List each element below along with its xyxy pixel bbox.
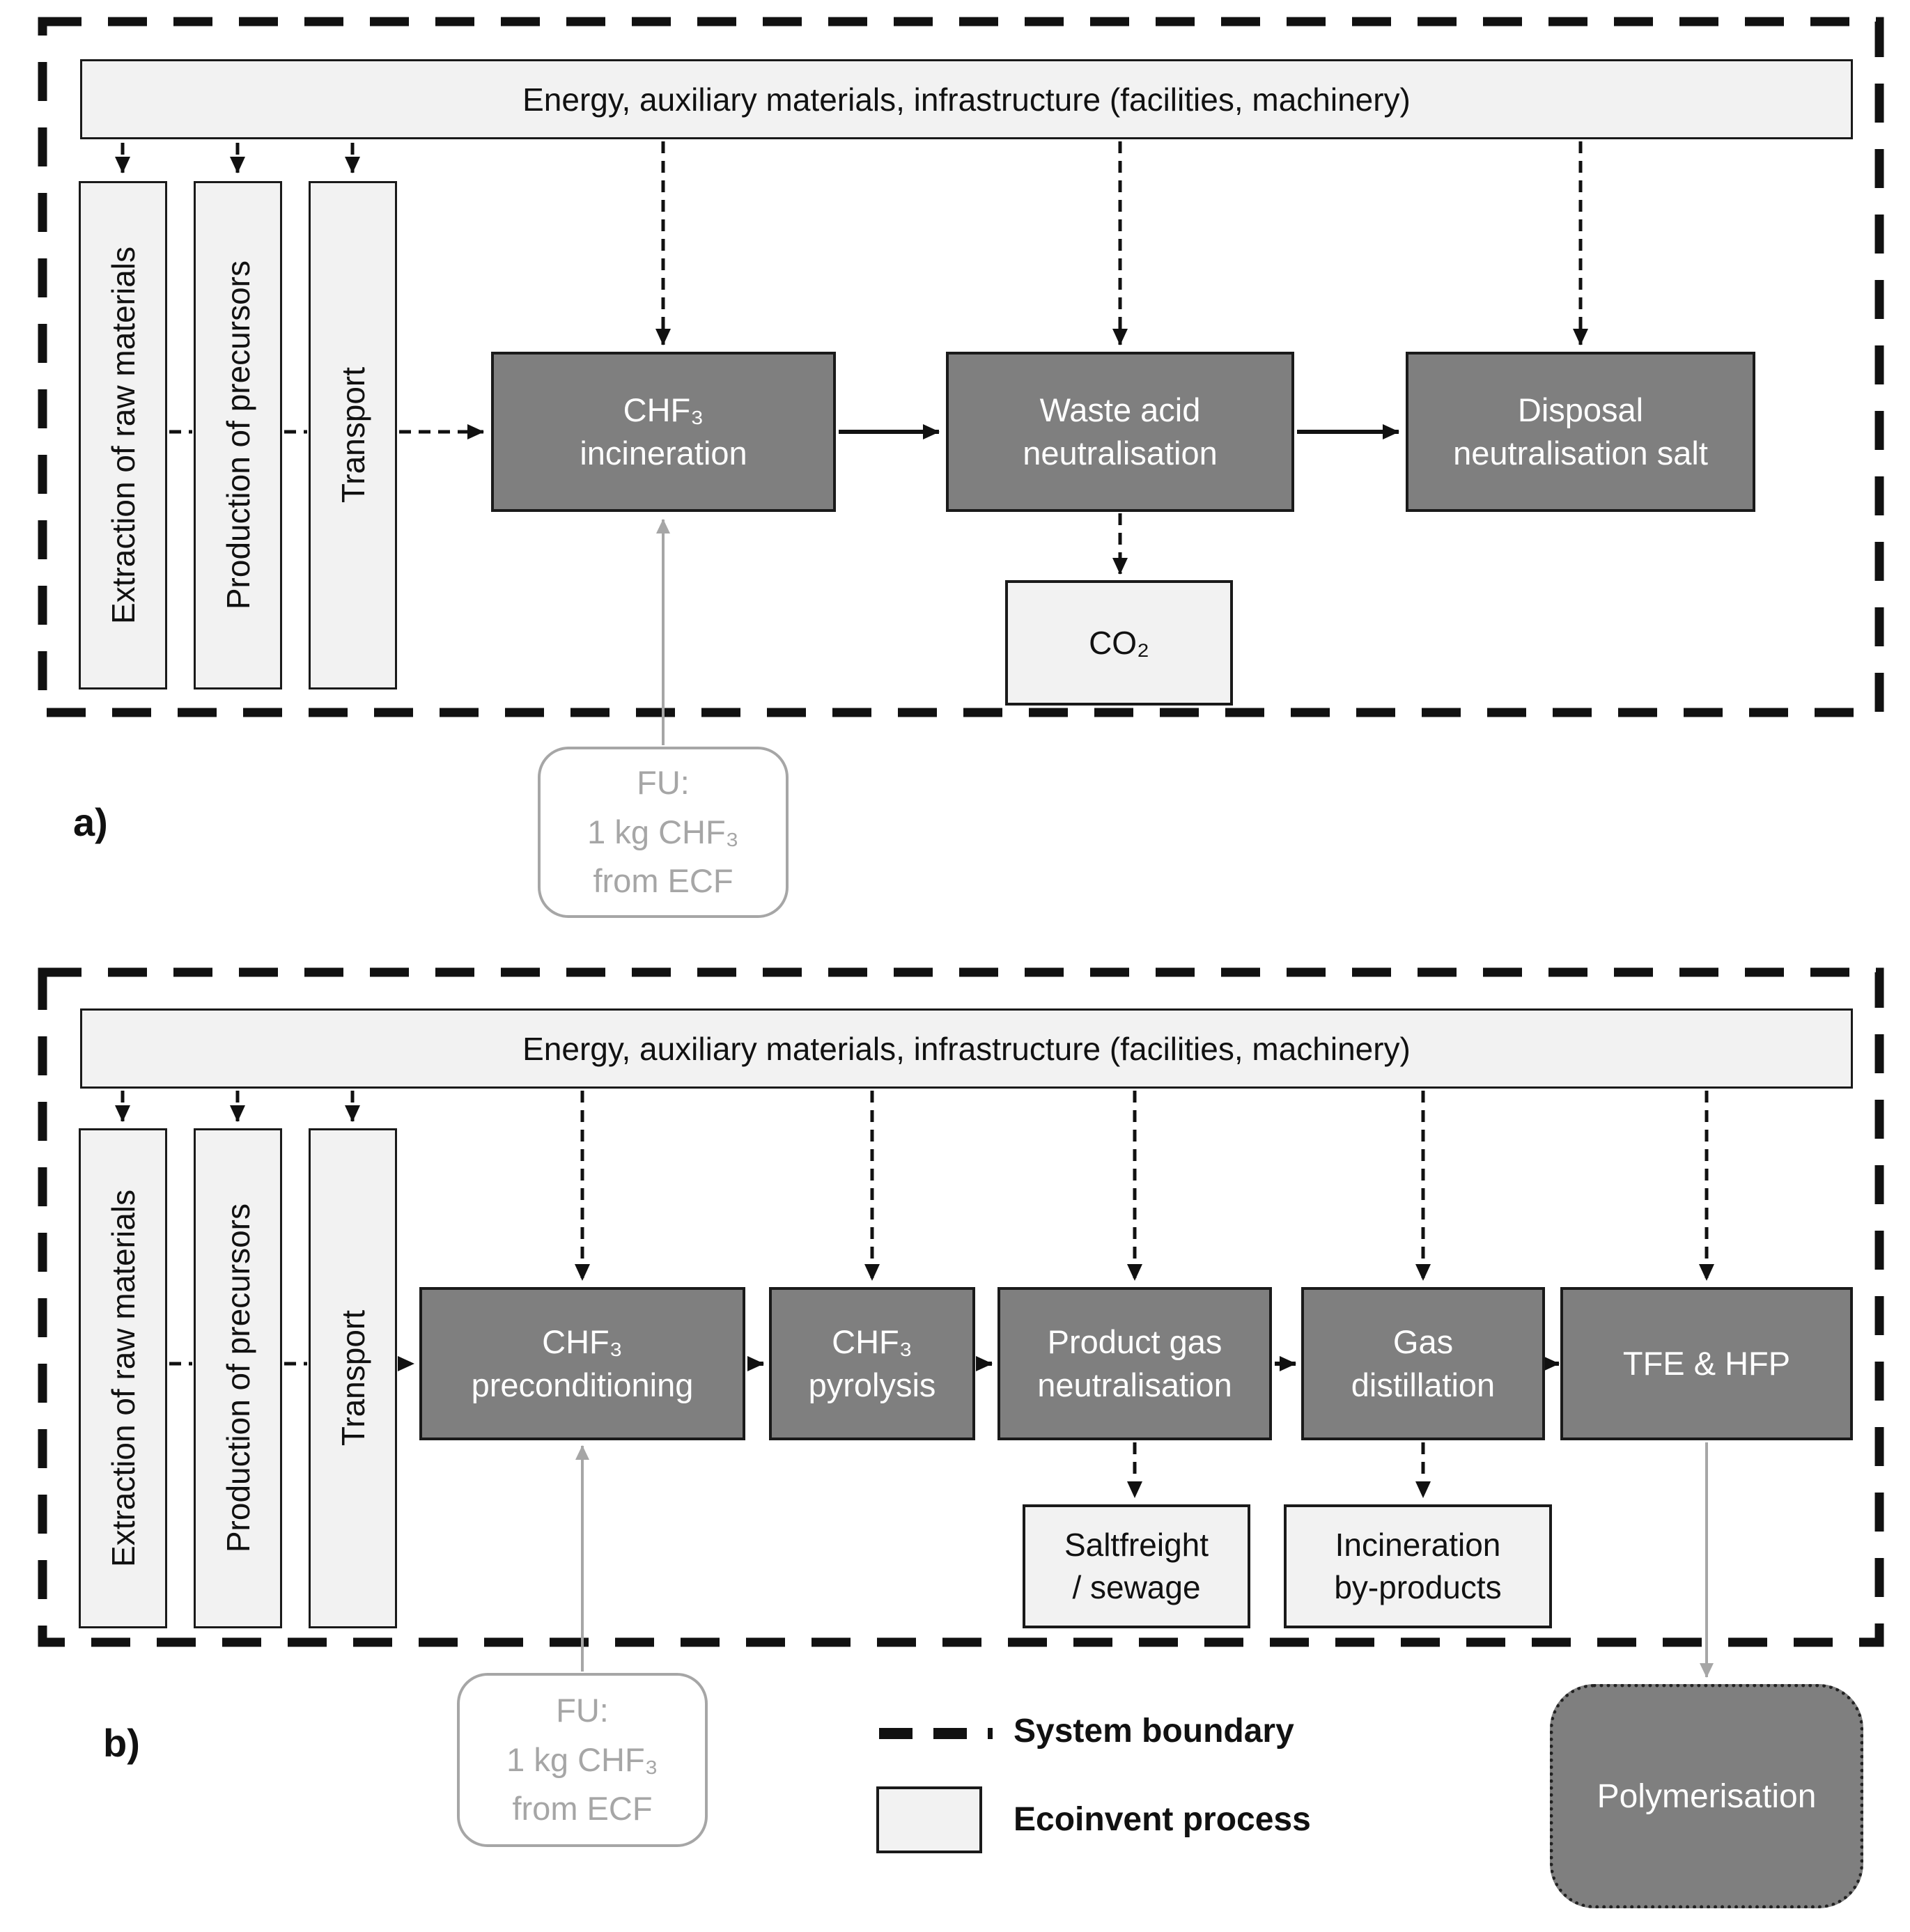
b-process-label-line1: Product gas [1047,1323,1222,1360]
a-process-label-line1: CHF₃ [623,391,704,428]
b-energy-bar: Energy, auxiliary materials, infrastruct… [80,1008,1853,1089]
a-fu-line3: from ECF [593,862,733,900]
b-process-label-line1: TFE & HFP [1622,1344,1791,1382]
b-process-box-product-gas-neutralisation: Product gas neutralisation [997,1287,1272,1440]
b-process-box-chf3-preconditioning: CHF₃ preconditioning [419,1287,745,1440]
b-process-box-chf3-pyrolysis: CHF₃ pyrolysis [769,1287,975,1440]
b-process-label-line2: neutralisation [1037,1366,1232,1403]
a-fu-line1: FU: [637,764,690,802]
b-section-label: b) [103,1721,140,1765]
a-process-label-line2: neutralisation salt [1453,435,1708,472]
a-process-box-disposal-neutralisation-salt: Disposal neutralisation salt [1406,352,1755,512]
a-process-label-line1: Disposal [1517,391,1644,428]
b-waste-label-line2: by-products [1334,1569,1502,1605]
b-waste-label-line2: / sewage [1072,1569,1201,1605]
b-process-label-line2: preconditioning [471,1366,694,1403]
a-input-box-precursors: Production of precursors [194,181,282,690]
b-process-box-gas-distillation: Gas distillation [1301,1287,1545,1440]
a-functional-unit-box: FU: 1 kg CHF₃ from ECF [538,747,789,918]
a-process-box-chf3-incineration: CHF₃ incineration [491,352,836,512]
a-process-box-waste-acid-neutralisation: Waste acid neutralisation [946,352,1294,512]
b-fu-line3: from ECF [512,1790,653,1828]
b-input-label-transport: Transport [334,1310,371,1447]
b-process-box-tfe-hfp: TFE & HFP [1560,1287,1853,1440]
b-waste-label-line1: Saltfreight [1064,1527,1209,1564]
b-input-box-transport: Transport [309,1128,397,1628]
a-input-label-precursors: Production of precursors [219,260,256,610]
a-input-box-transport: Transport [309,181,397,690]
b-input-label-extraction: Extraction of raw materials [104,1190,141,1567]
b-downstream-label: Polymerisation [1597,1777,1817,1815]
a-energy-bar: Energy, auxiliary materials, infrastruct… [80,59,1853,139]
b-process-label-line1: CHF₃ [832,1323,913,1360]
a-input-label-transport: Transport [334,367,371,504]
b-waste-box-saltfreight-sewage: Saltfreight / sewage [1023,1504,1250,1628]
a-process-label-line2: neutralisation [1023,435,1218,472]
a-fu-line2: 1 kg CHF₃ [587,813,739,850]
legend-ecoinvent-label: Ecoinvent process [1014,1801,1311,1838]
legend-ecoinvent-sample [876,1786,982,1853]
b-process-label-line2: distillation [1351,1366,1496,1403]
a-energy-bar-label: Energy, auxiliary materials, infrastruct… [522,81,1411,118]
b-downstream-box-polymerisation: Polymerisation [1550,1684,1863,1908]
a-input-box-extraction: Extraction of raw materials [79,181,167,690]
b-input-box-precursors: Production of precursors [194,1128,282,1628]
legend-system-boundary-label: System boundary [1014,1713,1294,1750]
b-waste-box-incineration-byproducts: Incineration by-products [1284,1504,1552,1628]
b-input-label-precursors: Production of precursors [219,1203,256,1553]
a-emission-box-co2: CO₂ [1005,580,1233,706]
b-functional-unit-box: FU: 1 kg CHF₃ from ECF [457,1673,708,1847]
b-input-box-extraction: Extraction of raw materials [79,1128,167,1628]
a-section-label: a) [73,800,108,844]
b-process-label-line2: pyrolysis [808,1366,936,1403]
b-fu-line2: 1 kg CHF₃ [506,1740,658,1778]
b-fu-line1: FU: [556,1692,609,1729]
a-process-label-line2: incineration [580,435,747,472]
b-energy-bar-label: Energy, auxiliary materials, infrastruct… [522,1030,1411,1067]
b-process-label-line1: Gas [1392,1323,1454,1360]
b-process-label-line1: CHF₃ [542,1323,623,1360]
a-input-label-extraction: Extraction of raw materials [104,247,141,624]
a-process-label-line1: Waste acid [1039,391,1201,428]
a-emission-label-co2: CO₂ [1089,624,1149,661]
b-waste-label-line1: Incineration [1335,1527,1501,1564]
